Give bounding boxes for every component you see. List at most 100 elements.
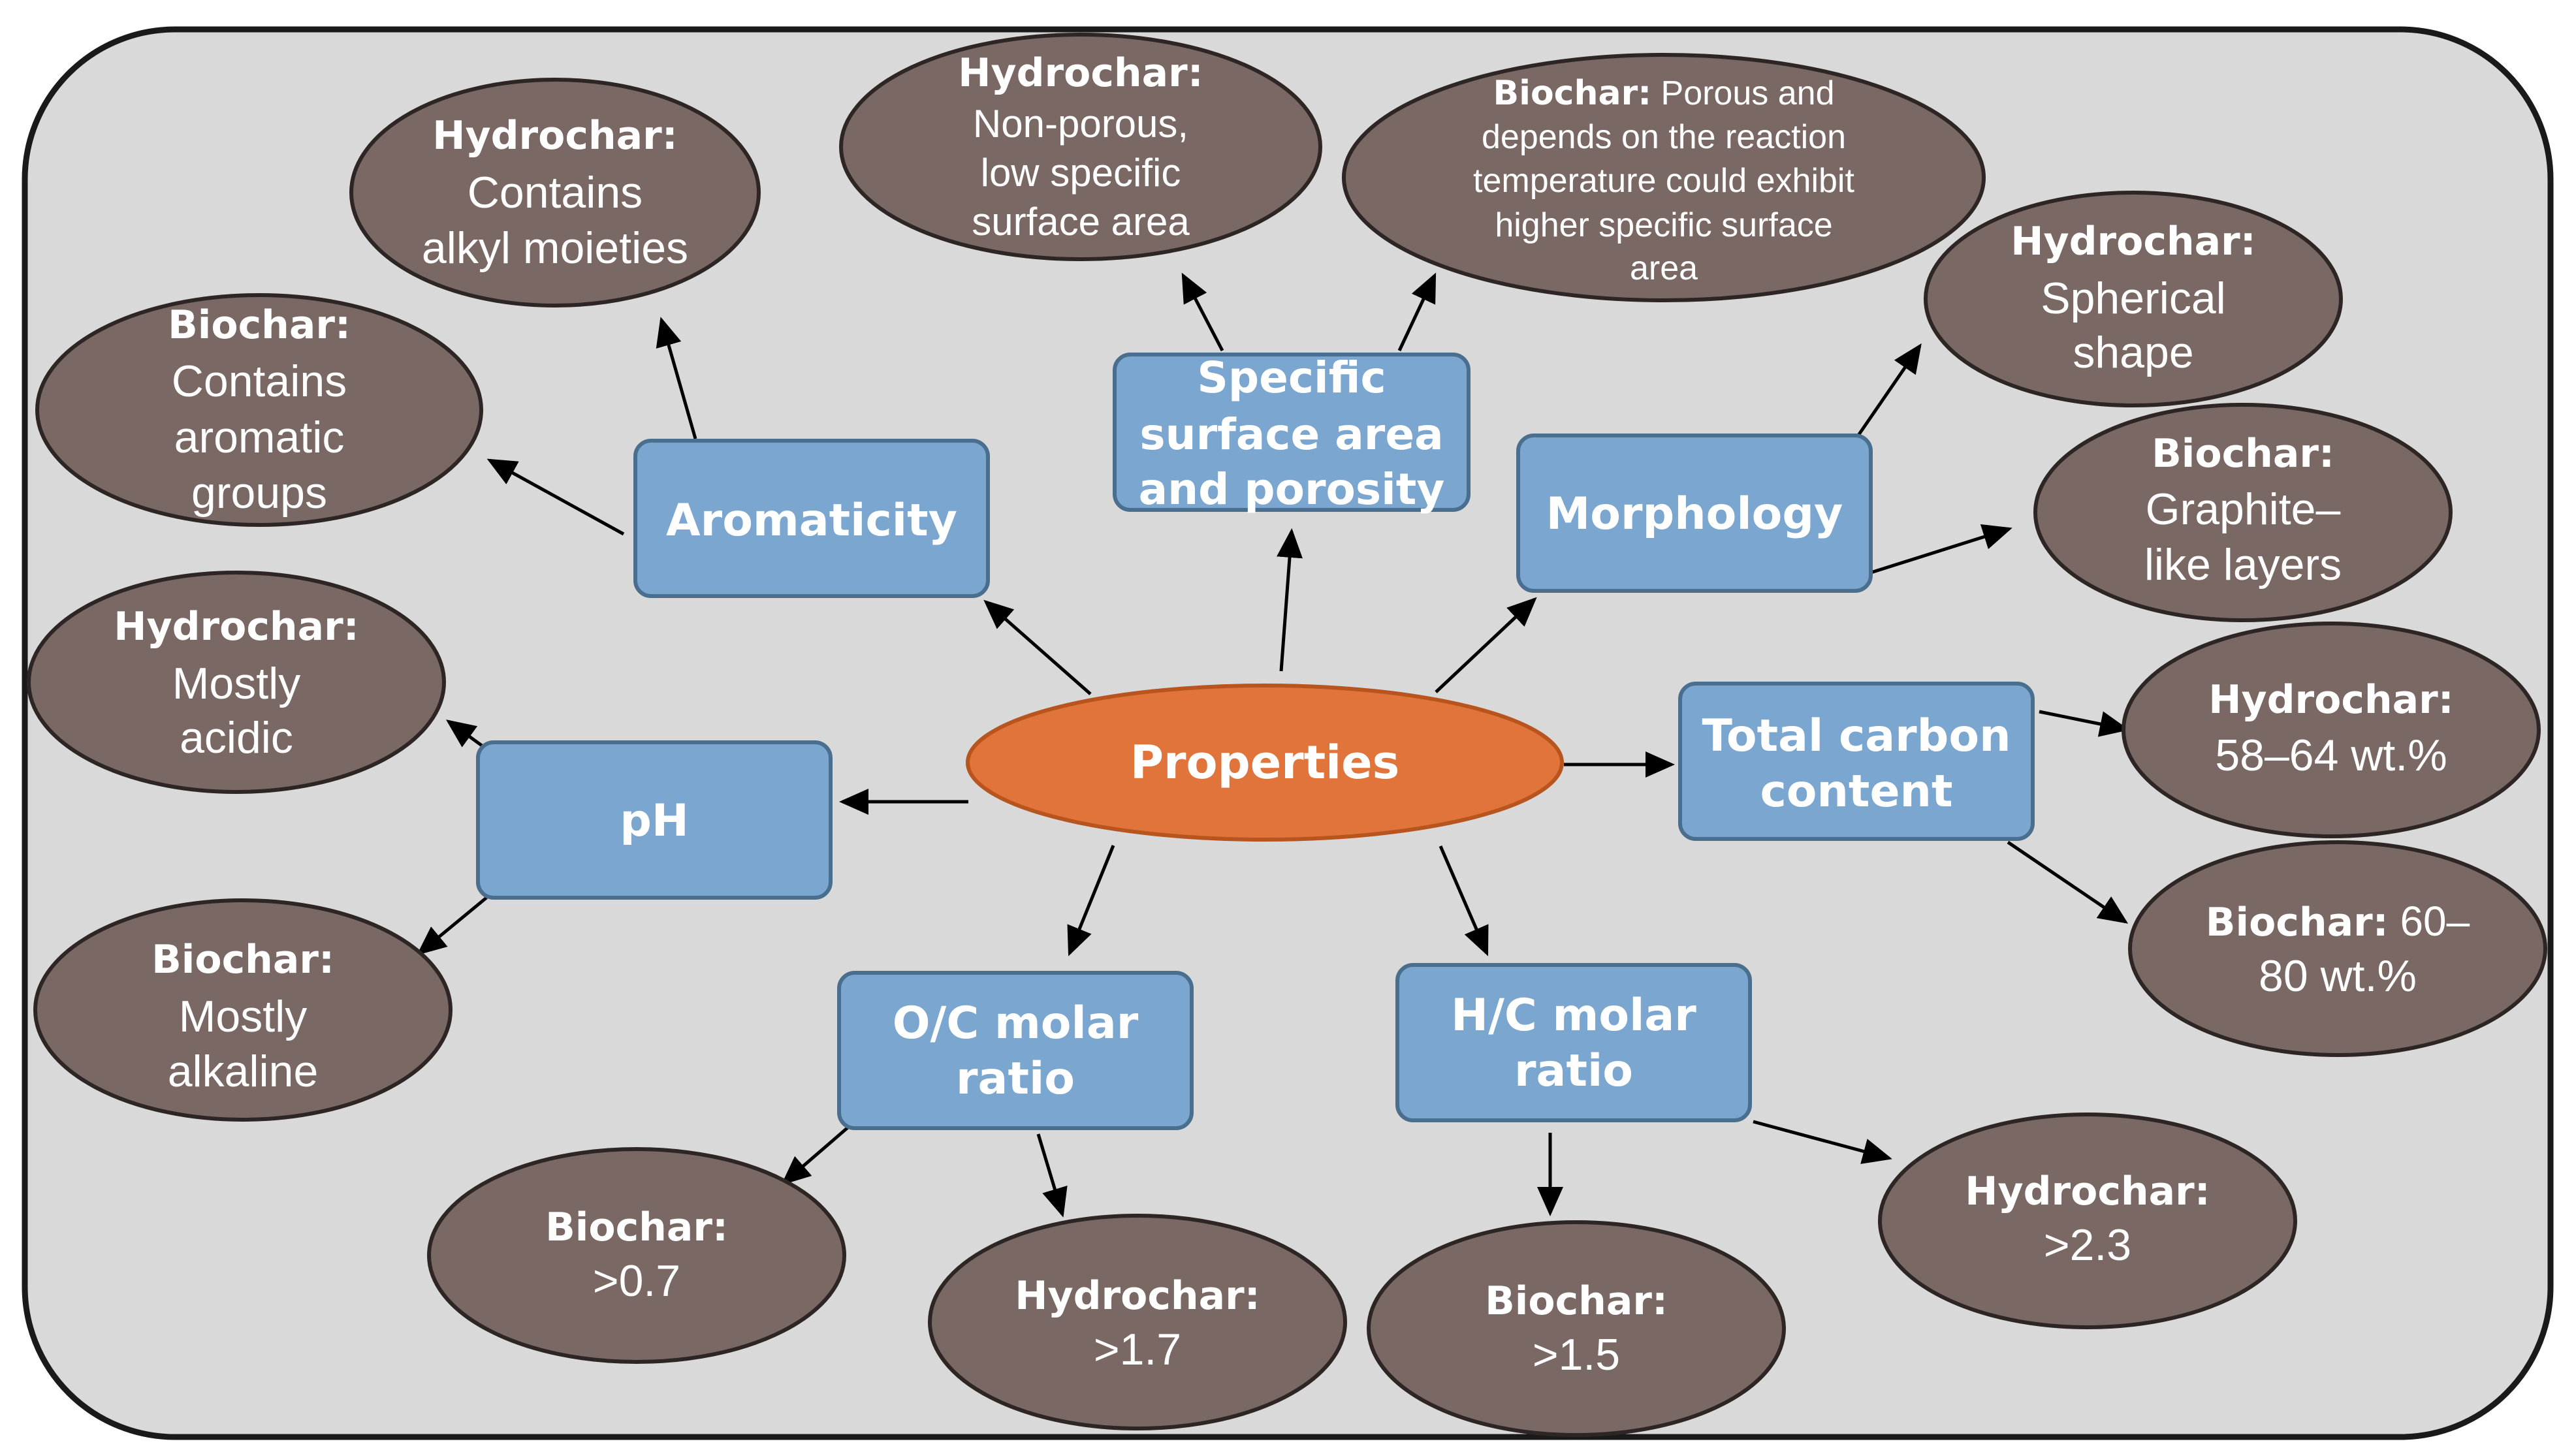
arrow-oc-to-hydrochar: [1036, 1133, 1068, 1218]
oval-body-inline: [1651, 74, 1661, 112]
oval-body-line: Contains: [468, 168, 643, 217]
oval-heading: Biochar:: [2206, 900, 2389, 945]
oval-heading: Hydrochar:: [1015, 1273, 1260, 1319]
oval-body-line: >1.5: [1533, 1330, 1620, 1380]
oval-morphology-biochar: Biochar: Graphite– like layers: [2033, 403, 2453, 622]
arrow-surface-to-biochar: [1397, 272, 1437, 352]
oval-oc-hydrochar: Hydrochar: >1.7: [928, 1214, 1347, 1430]
box-morphology: Morphology: [1516, 434, 1873, 593]
oval-body-line: Mostly: [179, 992, 307, 1041]
oval-heading: Hydrochar:: [114, 604, 358, 650]
oval-body-line: Graphite–: [2146, 484, 2341, 534]
oval-body-line: Non-porous,: [973, 102, 1188, 146]
property-boxes: Aromaticity Specific surface area and po…: [476, 353, 2035, 1130]
oval-heading: Hydrochar:: [2208, 677, 2453, 723]
oval-aromaticity-hydrochar: Hydrochar: Contains alkyl moieties: [349, 78, 761, 308]
oval-body-line: aromatic: [174, 413, 345, 462]
arrow-ph-to-hydrochar: [445, 719, 483, 748]
oval-heading: Biochar:: [168, 302, 351, 348]
arrow-ph-to-biochar: [417, 896, 488, 956]
arrow-carbon-to-hydrochar: [2039, 710, 2129, 737]
oval-body-line: groups: [191, 468, 327, 518]
box-label: O/C molar: [893, 998, 1139, 1049]
oval-body-inline: [2389, 898, 2400, 945]
arrow-carbon-to-biochar: [2007, 840, 2129, 924]
oval-body-line: Mostly: [172, 659, 300, 708]
oval-heading: Biochar:: [151, 937, 334, 983]
oval-body-line: alkyl moieties: [422, 223, 688, 273]
oval-heading: Biochar:: [1493, 74, 1652, 113]
oval-body-line: 80 wt.%: [2259, 951, 2417, 1001]
box-label: Specific: [1197, 353, 1386, 403]
oval-body-line: depends on the reaction: [1482, 118, 1846, 156]
box-label: surface area: [1139, 409, 1443, 460]
oval-carbon-biochar: Biochar: 60– 80 wt.%: [2128, 840, 2547, 1057]
arrow-center-to-morphology: [1435, 597, 1537, 693]
oval-heading-line: Biochar: Porous and: [1493, 74, 1835, 113]
oval-ph-biochar: Biochar: Mostly alkaline: [33, 898, 453, 1122]
oval-body-line: 58–64 wt.%: [2215, 731, 2447, 780]
oval-body-line: surface area: [972, 200, 1190, 244]
box-hc-ratio: H/C molar ratio: [1395, 963, 1752, 1122]
oval-body-line: temperature could exhibit: [1473, 162, 1854, 200]
oval-heading: Biochar:: [545, 1205, 728, 1250]
box-ph: pH: [476, 740, 833, 900]
oval-body-line: low specific: [981, 151, 1181, 195]
oval-body-line: Spherical: [2041, 274, 2226, 323]
arrow-aromaticity-to-biochar: [486, 458, 625, 536]
oval-hc-hydrochar: Hydrochar: >2.3: [1878, 1113, 2297, 1329]
box-label: H/C molar: [1451, 990, 1696, 1041]
oval-heading: Hydrochar:: [432, 113, 677, 159]
oval-body-line: area: [1630, 249, 1698, 287]
arrow-center-to-oc-ratio: [1067, 845, 1115, 956]
oval-heading-line: Biochar: 60–: [2206, 898, 2470, 945]
connector-arrows: [417, 272, 2129, 1218]
arrow-hc-to-hydrochar: [1753, 1120, 1892, 1164]
arrow-morphology-to-hydrochar: [1854, 343, 1922, 439]
oval-body-line: >1.7: [1094, 1325, 1181, 1374]
box-label: ratio: [1514, 1045, 1633, 1097]
arrow-center-to-aromaticity: [983, 599, 1092, 695]
box-label: Morphology: [1546, 488, 1843, 540]
oval-heading: Biochar:: [1485, 1278, 1668, 1324]
oval-heading: Hydrochar:: [958, 50, 1203, 96]
oval-body-line: higher specific surface: [1495, 206, 1832, 244]
oval-surface-biochar: Biochar: Porous and depends on the react…: [1342, 53, 1986, 302]
oval-heading: Biochar:: [2152, 431, 2334, 477]
oval-hc-biochar: Biochar: >1.5: [1367, 1220, 1786, 1437]
oval-body-line: shape: [2073, 328, 2193, 377]
box-surface-area: Specific surface area and porosity: [1113, 353, 1471, 514]
oval-body-line: >2.3: [2044, 1220, 2131, 1270]
oval-morphology-hydrochar: Hydrochar: Spherical shape: [1924, 191, 2343, 407]
box-label: pH: [620, 795, 689, 847]
box-label: content: [1760, 766, 1953, 817]
arrow-center-to-hc-ratio: [1439, 845, 1489, 956]
box-aromaticity: Aromaticity: [633, 439, 990, 598]
oval-aromaticity-biochar: Biochar: Contains aromatic groups: [35, 293, 483, 527]
oval-body-line: alkaline: [168, 1047, 319, 1096]
oval-ph-hydrochar: Hydrochar: Mostly acidic: [27, 571, 446, 794]
center-node: Properties: [966, 684, 1564, 842]
oval-heading: Hydrochar:: [2011, 219, 2255, 264]
arrow-center-to-surface-area: [1277, 528, 1303, 672]
center-label: Properties: [1130, 736, 1400, 789]
box-oc-ratio: O/C molar ratio: [837, 971, 1194, 1130]
oval-surface-hydrochar: Hydrochar: Non-porous, low specific surf…: [839, 33, 1322, 261]
oval-body-line: >0.7: [593, 1256, 680, 1306]
oval-body-line: acidic: [180, 713, 293, 763]
oval-body-line: like layers: [2144, 540, 2342, 590]
arrow-oc-to-biochar: [781, 1124, 852, 1186]
outcome-ovals: Hydrochar: Contains alkyl moieties Bioch…: [27, 33, 2547, 1437]
arrow-aromaticity-to-hydrochar: [656, 317, 697, 439]
oval-body-line: Contains: [172, 356, 347, 406]
box-label: Total carbon: [1702, 710, 2011, 762]
oval-body-inline: 60–: [2400, 898, 2470, 945]
box-label: Aromaticity: [666, 495, 957, 546]
arrow-morphology-to-biochar: [1868, 524, 2012, 575]
box-label: ratio: [956, 1053, 1075, 1105]
oval-heading: Hydrochar:: [1965, 1169, 2210, 1214]
oval-carbon-hydrochar: Hydrochar: 58–64 wt.%: [2122, 622, 2541, 838]
box-label: and porosity: [1139, 464, 1445, 514]
oval-body-inline: Porous and: [1661, 74, 1835, 112]
